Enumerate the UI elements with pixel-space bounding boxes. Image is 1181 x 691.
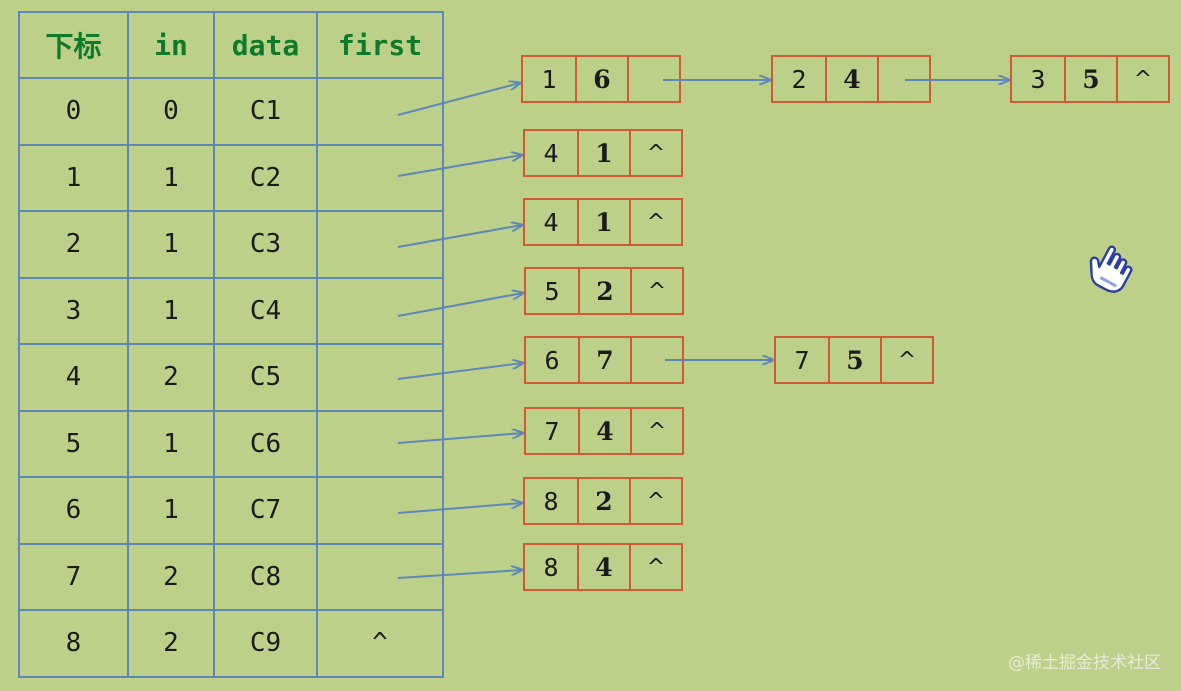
edge-node-adjvex: 7	[794, 345, 810, 375]
header-first: first	[316, 11, 444, 79]
hand-pointer-icon	[1089, 245, 1133, 293]
vertex-row: 5 1 C6	[18, 409, 444, 478]
vertex-in: 1	[127, 476, 215, 545]
edge-node-adjvex: 1	[541, 64, 557, 94]
edge-node-adjvex: 8	[543, 552, 559, 582]
vertex-in: 2	[127, 542, 215, 611]
edge-node-next: ^	[1116, 57, 1168, 101]
edge-node-adjvex: 3	[1030, 64, 1046, 94]
vertex-row: 2 1 C3	[18, 210, 444, 279]
vertex-in: 2	[127, 609, 215, 678]
edge-node-weight: 4	[577, 545, 629, 589]
edge-node-next	[627, 57, 679, 101]
vertex-in: 1	[127, 210, 215, 279]
edge-node-next: ^	[629, 545, 681, 589]
vertex-first	[316, 77, 444, 146]
vertex-index: 7	[18, 542, 129, 611]
edge-node: 8 2 ^	[523, 477, 683, 525]
vertex-index: 5	[18, 409, 129, 478]
edge-node-weight: 2	[578, 269, 630, 313]
vertex-first	[316, 143, 444, 212]
vertex-row: 7 2 C8	[18, 542, 444, 611]
edge-node-weight: 1	[577, 131, 629, 175]
edge-node-adjvex: 2	[791, 64, 807, 94]
edge-node: 5 2 ^	[524, 267, 684, 315]
vertex-row: 0 0 C1	[18, 77, 444, 146]
vertex-table: 下标 in data first 0 0 C1 1 1 C2 2 1	[18, 11, 444, 678]
vertex-row: 6 1 C7	[18, 476, 444, 545]
vertex-first	[316, 476, 444, 545]
edge-node-weight: 6	[575, 57, 627, 101]
vertex-index: 8	[18, 609, 129, 678]
vertex-in: 0	[127, 77, 215, 146]
vertex-index: 0	[18, 77, 129, 146]
edge-node-weight: 4	[825, 57, 877, 101]
vertex-table-header-row: 下标 in data first	[18, 11, 444, 79]
vertex-data: C5	[213, 343, 318, 412]
vertex-in: 1	[127, 276, 215, 345]
vertex-data: C6	[213, 409, 318, 478]
vertex-first: ^	[316, 609, 444, 678]
edge-node-weight: 4	[578, 409, 630, 453]
edge-node-weight: 2	[577, 479, 629, 523]
vertex-row: 8 2 C9 ^	[18, 609, 444, 678]
vertex-first	[316, 409, 444, 478]
vertex-index: 1	[18, 143, 129, 212]
vertex-data: C2	[213, 143, 318, 212]
edge-node-next: ^	[880, 338, 932, 382]
edge-node-adjvex: 4	[543, 207, 559, 237]
edge-node-next	[630, 338, 682, 382]
header-data: data	[213, 11, 318, 79]
vertex-index: 3	[18, 276, 129, 345]
edge-node-adjvex: 5	[544, 276, 560, 306]
edge-node: 2 4	[771, 55, 931, 103]
vertex-row: 4 2 C5	[18, 343, 444, 412]
vertex-in: 1	[127, 143, 215, 212]
vertex-data: C8	[213, 542, 318, 611]
edge-node-adjvex: 7	[544, 416, 560, 446]
vertex-in: 1	[127, 409, 215, 478]
edge-node: 7 5 ^	[774, 336, 934, 384]
edge-node-adjvex: 8	[543, 486, 559, 516]
vertex-data: C7	[213, 476, 318, 545]
edge-node-adjvex: 4	[543, 138, 559, 168]
vertex-data: C9	[213, 609, 318, 678]
edge-node-adjvex: 6	[544, 345, 560, 375]
edge-node-next: ^	[629, 200, 681, 244]
vertex-in: 2	[127, 343, 215, 412]
vertex-index: 2	[18, 210, 129, 279]
edge-node-next: ^	[629, 131, 681, 175]
vertex-data: C3	[213, 210, 318, 279]
edge-node-next: ^	[630, 269, 682, 313]
watermark: @稀土掘金技术社区	[1008, 653, 1161, 673]
header-index: 下标	[18, 11, 129, 79]
vertex-row: 1 1 C2	[18, 143, 444, 212]
edge-node: 3 5 ^	[1010, 55, 1170, 103]
edge-node-next: ^	[629, 479, 681, 523]
edge-node-next: ^	[630, 409, 682, 453]
edge-node: 7 4 ^	[524, 407, 684, 455]
vertex-index: 4	[18, 343, 129, 412]
edge-node-weight: 5	[1064, 57, 1116, 101]
edge-node-weight: 5	[828, 338, 880, 382]
vertex-row: 3 1 C4	[18, 276, 444, 345]
edge-node: 4 1 ^	[523, 198, 683, 246]
vertex-data: C4	[213, 276, 318, 345]
edge-node: 8 4 ^	[523, 543, 683, 591]
vertex-first	[316, 343, 444, 412]
edge-node: 1 6	[521, 55, 681, 103]
vertex-data: C1	[213, 77, 318, 146]
vertex-index: 6	[18, 476, 129, 545]
edge-node-weight: 1	[577, 200, 629, 244]
edge-node: 6 7	[524, 336, 684, 384]
vertex-first	[316, 276, 444, 345]
edge-node: 4 1 ^	[523, 129, 683, 177]
vertex-first	[316, 542, 444, 611]
edge-node-next	[877, 57, 929, 101]
edge-node-weight: 7	[578, 338, 630, 382]
vertex-first	[316, 210, 444, 279]
header-in: in	[127, 11, 215, 79]
